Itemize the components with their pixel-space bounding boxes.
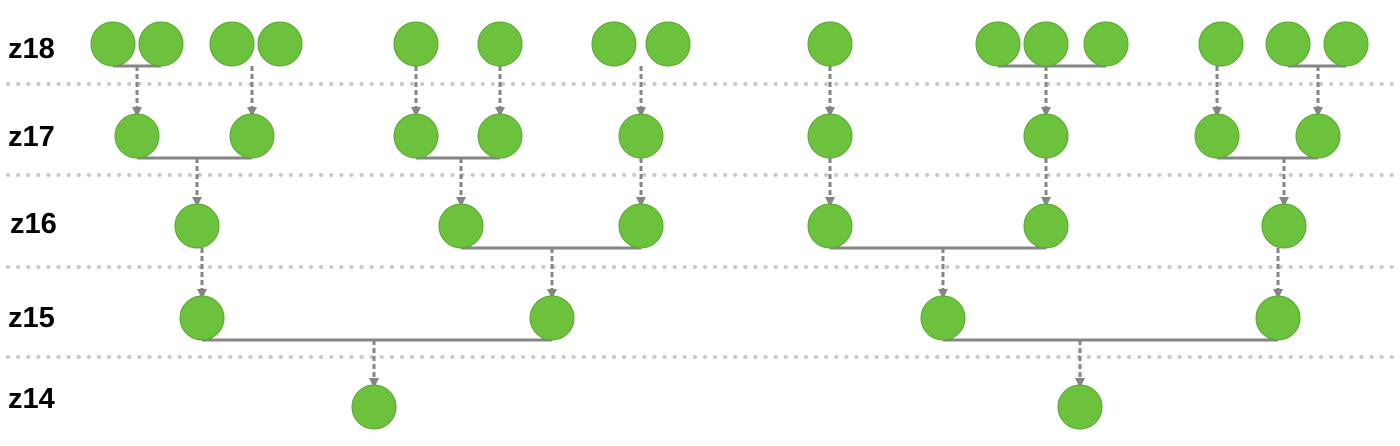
tile-node-z16-5 <box>1023 203 1069 249</box>
tile-node-z18-4 <box>257 21 303 67</box>
tile-node-z17-6 <box>807 113 853 159</box>
tile-node-z17-4 <box>477 113 523 159</box>
tile-node-z18-15 <box>1323 21 1369 67</box>
tile-node-z18-1 <box>90 21 136 67</box>
tile-node-z18-9 <box>807 21 853 67</box>
tile-node-z16-1 <box>174 203 220 249</box>
tile-node-z18-10 <box>975 21 1021 67</box>
tile-node-z15-1 <box>179 295 225 341</box>
tile-node-z17-1 <box>114 113 160 159</box>
tile-nodes <box>90 21 1369 430</box>
level-label-z17: z17 <box>8 121 55 153</box>
tile-node-z17-8 <box>1194 113 1240 159</box>
merge-edges <box>113 64 1346 388</box>
tile-node-z17-2 <box>229 113 275 159</box>
tile-node-z16-4 <box>807 203 853 249</box>
tile-node-z18-6 <box>477 21 523 67</box>
tile-node-z18-11 <box>1023 21 1069 67</box>
level-label-z18: z18 <box>8 33 55 65</box>
tile-node-z17-3 <box>393 113 439 159</box>
tile-node-z17-7 <box>1023 113 1069 159</box>
tile-node-z18-12 <box>1083 21 1129 67</box>
tile-node-z18-13 <box>1198 21 1244 67</box>
tile-node-z18-3 <box>209 21 255 67</box>
tile-node-z15-3 <box>920 295 966 341</box>
tile-node-z15-2 <box>529 295 575 341</box>
tile-node-z14-1 <box>351 384 397 430</box>
tile-node-z18-8 <box>645 21 691 67</box>
tile-node-z16-6 <box>1261 203 1307 249</box>
level-labels: z18 z17 z16 z15 z14 <box>8 33 57 415</box>
level-label-z14: z14 <box>8 383 55 415</box>
level-label-z16: z16 <box>10 208 57 240</box>
tile-node-z15-4 <box>1255 295 1301 341</box>
separator-lines <box>6 82 1394 359</box>
level-label-z15: z15 <box>8 302 55 334</box>
tile-node-z16-3 <box>618 203 664 249</box>
tile-node-z18-2 <box>138 21 184 67</box>
tile-node-z18-5 <box>393 21 439 67</box>
tile-node-z17-9 <box>1295 113 1341 159</box>
tile-node-z18-7 <box>591 21 637 67</box>
tile-node-z17-5 <box>618 113 664 159</box>
tile-node-z16-2 <box>438 203 484 249</box>
tile-node-z18-14 <box>1265 21 1311 67</box>
tile-node-z14-2 <box>1057 384 1103 430</box>
